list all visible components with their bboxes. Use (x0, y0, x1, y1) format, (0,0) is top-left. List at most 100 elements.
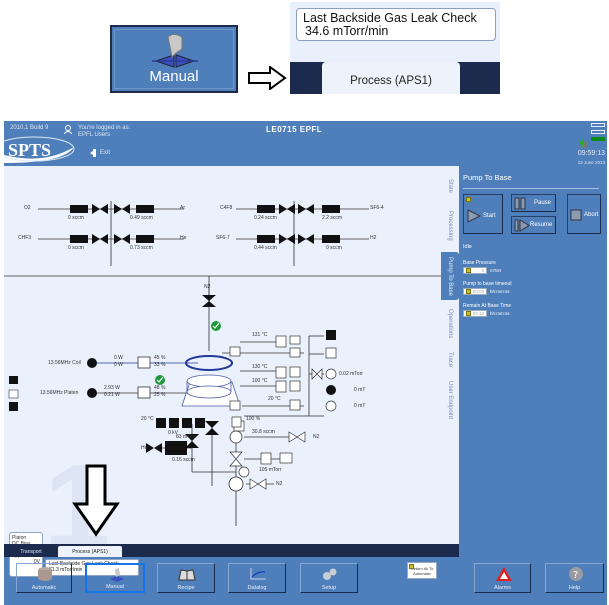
tab-trace[interactable]: Trace (447, 352, 453, 368)
coil-match-tune: 33 % (154, 362, 166, 368)
platen-reflected-power: 0.21 W (104, 392, 120, 398)
automatic-button[interactable]: Automatic (16, 563, 72, 593)
gauge-3-pressure: 0 mT (354, 403, 366, 409)
callout-process-tab[interactable]: Process (APS1) (322, 62, 460, 94)
tab-pump-to-base[interactable]: Pump To Base (441, 252, 459, 300)
status-indicators (591, 123, 605, 144)
resume-label: Resume (530, 222, 553, 228)
gas-label: SF6-7 (216, 235, 230, 241)
gas-label: C4F8 (220, 205, 233, 211)
automatic-label: Automatic (31, 585, 57, 591)
mfc-flow: 0.24 sccm (254, 215, 277, 221)
hand-valve-icon (110, 568, 124, 582)
alarms-label: Alarms (493, 585, 512, 591)
tab-state[interactable]: State (447, 178, 453, 193)
manual-button-enlarged[interactable]: Manual (110, 25, 238, 93)
remain-unit: hh:mm:ss (490, 311, 510, 316)
tab-operations[interactable]: Operations (447, 309, 453, 339)
start-button[interactable]: Start (463, 194, 503, 234)
tab-user-endpoint[interactable]: User Endpoint (447, 380, 453, 420)
status-bar-2 (591, 130, 605, 134)
tab-transport[interactable]: Transport (20, 549, 42, 555)
remain-input[interactable]: 00:10 (463, 310, 487, 317)
spts-logo-text: SPTS (8, 140, 51, 160)
status-bar-active (591, 137, 605, 141)
tool-title: LE0715 EPFL (266, 125, 323, 134)
mfc-flow: 2.2 sccm (322, 215, 343, 221)
pressure-gauge-3-icon (325, 400, 337, 412)
platen-match-icon (137, 386, 151, 399)
setup-label: Setup (321, 585, 337, 591)
pressure-gauge-1-icon (325, 368, 337, 380)
timeout-label: Pump to base timeout (463, 281, 512, 287)
platen-match-tune: 25 % (154, 392, 166, 398)
coil-rf-generator-icon (87, 358, 97, 368)
platen-rf-label: 13.56MHz Platen (40, 390, 79, 396)
logged-in-line1: You're logged in as: (78, 125, 131, 131)
exit-icon[interactable] (90, 149, 97, 157)
abort-button[interactable]: Abort (567, 194, 601, 234)
network-icon (579, 139, 588, 148)
platen-forward-power: 2.93 W (104, 385, 120, 391)
callout-panel: Last Backside Gas Leak Check 34.6 mTorr/… (290, 2, 500, 94)
coil-forward-power: 0 W (114, 355, 123, 361)
wall-temperature-2: 100 °C (252, 378, 268, 384)
user-icon (64, 125, 72, 134)
recipe-label: Recipe (177, 585, 195, 591)
coil-match-load: 45 % (154, 355, 166, 361)
help-button[interactable]: ? Help (545, 563, 604, 593)
gas-label: CHF3 (18, 235, 32, 241)
exit-button[interactable]: Exit (100, 150, 111, 156)
pause-button[interactable]: Pause (511, 194, 556, 212)
logged-in-info: You're logged in as: EPFL Users (78, 125, 130, 139)
coil-reflected-power: 0 W (114, 362, 123, 368)
help-icon: ? (569, 567, 583, 581)
manual-button[interactable]: Manual (85, 563, 145, 593)
mfc-flow: 0 sccm (326, 245, 342, 251)
tab-process[interactable]: Process (APS1) (58, 546, 122, 557)
return-all-to-automatic-button[interactable]: Return All To Automatic (407, 562, 437, 579)
alarms-button[interactable]: Alarms (474, 563, 531, 593)
he-pressure: 83 mTorr (176, 434, 196, 440)
gas-label: He (180, 235, 187, 241)
gas-label: H2 (370, 235, 377, 241)
datalog-label: Datalog (247, 585, 267, 591)
pump-to-base-panel: Pump To Base Start Pause Resume Abort Id… (459, 166, 607, 605)
heartbeat-icon (9, 376, 18, 384)
foreline-pressure: 105 mTorr (259, 467, 282, 473)
wall-temperature-1: 130 °C (252, 364, 268, 370)
lock-icon (466, 268, 471, 273)
leak-check-value: 71.3 mTorr/min (49, 566, 83, 573)
recipe-button[interactable]: Recipe (157, 563, 215, 593)
gauge-closed-icon (326, 330, 336, 340)
svg-text:?: ? (573, 570, 578, 581)
manual-button-bevel (114, 29, 234, 89)
resume-icon (514, 219, 530, 232)
remain-value: 00:10 (472, 311, 484, 316)
setup-button[interactable]: Setup (300, 563, 358, 593)
mfc-flow: 0.73 sccm (130, 245, 153, 251)
down-arrow-icon (72, 464, 120, 537)
return-all-label: Return All To Automatic (410, 566, 434, 576)
lock-icon (466, 197, 471, 202)
spts-logo: SPTS (4, 136, 75, 163)
gas-label: O2 (24, 205, 31, 211)
platen-rf-generator-icon (87, 388, 97, 398)
logged-in-user: EPFL Users (78, 132, 111, 138)
base-pressure-input[interactable]: 6 (463, 267, 487, 274)
turbo-pump-icon (229, 430, 243, 444)
warning-triangle-icon (496, 567, 512, 581)
timeout-input[interactable]: 00:00 (463, 288, 487, 295)
he-flow: 0.16 sccm (172, 457, 195, 463)
datalog-button[interactable]: Datalog (228, 563, 286, 593)
apc-position: 100 % (246, 416, 261, 422)
base-pressure-value: 6 (481, 268, 484, 273)
chart-line-icon (250, 568, 266, 580)
leak-check-title: Last Backside Gas Leak Check (49, 561, 119, 567)
resume-button[interactable]: Resume (511, 216, 556, 234)
chamber-pressure: 0.02 mTorr (339, 371, 363, 377)
tab-processing[interactable]: Processing (447, 211, 453, 241)
schematic (4, 201, 441, 537)
play-icon (467, 209, 481, 223)
book-icon (178, 569, 196, 581)
